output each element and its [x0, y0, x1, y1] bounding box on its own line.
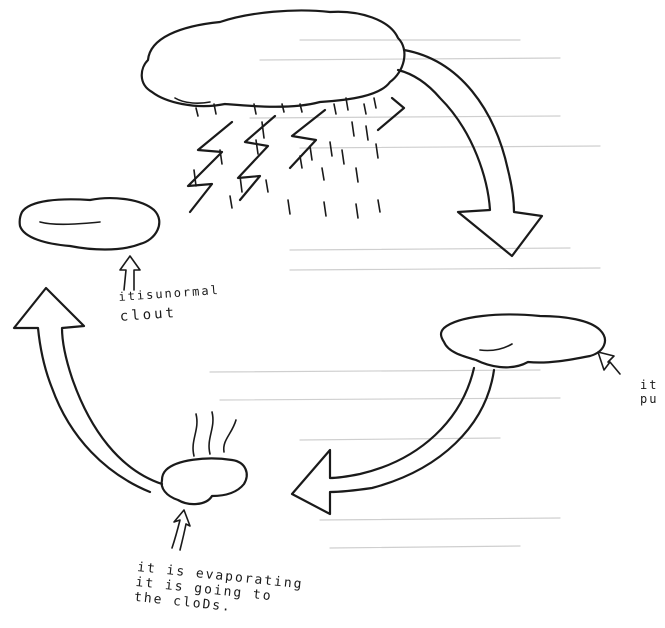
small-cloud [18, 197, 161, 251]
right-puddle-label-line2: pu [640, 392, 659, 406]
arrow-to-bottom-puddle [290, 366, 496, 516]
arrow-to-small-cloud [12, 286, 164, 494]
arrow-at-right-puddle [597, 351, 621, 375]
lightning-bolts [186, 96, 406, 214]
rain-drops [193, 97, 381, 219]
arrow-to-right-puddle [396, 48, 544, 258]
vapor-lines [192, 411, 237, 457]
up-arrow-bottom-puddle [171, 509, 191, 551]
abnormal-cloud-label: itisunormal clout [118, 283, 222, 325]
paper-bleed-through [209, 39, 601, 549]
right-puddle-label: it pu [640, 378, 658, 406]
up-arrow-small-cloud [119, 255, 141, 291]
right-puddle-label-line1: it [640, 378, 659, 392]
bottom-puddle [160, 457, 248, 506]
storm-cloud [140, 9, 406, 108]
right-puddle [439, 313, 607, 369]
